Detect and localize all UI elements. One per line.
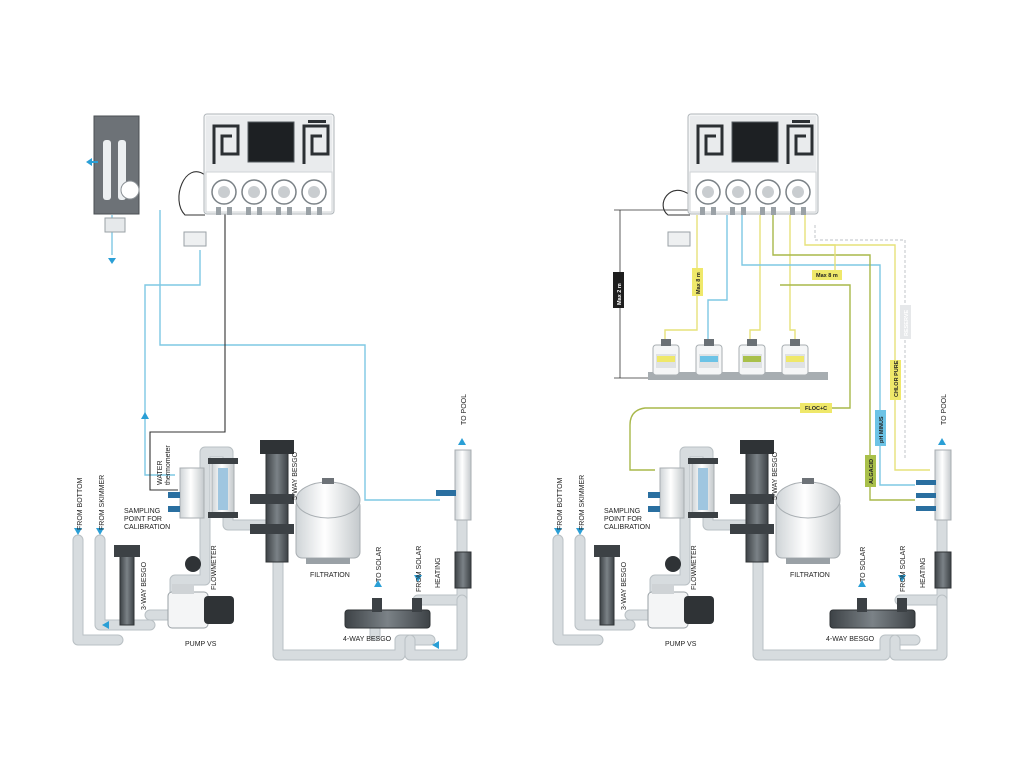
label-to-pool: TO POOL — [941, 394, 948, 425]
left-control-unit — [202, 112, 336, 217]
label-to-pool: TO POOL — [461, 394, 468, 425]
label-five-way: 5-WAY BESGO — [772, 451, 779, 500]
flow-arrow-icon — [938, 438, 946, 445]
right-filter-tank — [775, 478, 841, 564]
right-control-unit — [686, 112, 820, 217]
label-to-solar: TO SOLAR — [376, 547, 383, 582]
flow-arrow-icon — [554, 528, 562, 535]
flow-arrow-icon — [858, 580, 866, 587]
label-from-skimmer: FROM SKIMMER — [579, 475, 586, 530]
right-sampling-manifold — [648, 467, 685, 519]
label-filtration: FILTRATION — [790, 572, 830, 579]
left-flow-arrows — [74, 412, 466, 649]
label-from-solar: FROM SOLAR — [416, 546, 423, 592]
left-flowmeter — [208, 458, 238, 518]
tag-floc: FLOC+C — [805, 406, 827, 412]
tag-max-8m-vertical: Max 8 m — [696, 272, 702, 294]
left-diagram: FROM BOTTOM FROM SKIMMER 3-WAY BESGO PUM… — [72, 112, 472, 661]
right-pipework — [552, 446, 948, 661]
tag-reserve: RESERVE — [904, 309, 910, 336]
tag-chlor: CHLOR PURE — [894, 360, 900, 397]
right-chemical-canisters — [648, 338, 828, 380]
label-filtration: FILTRATION — [310, 572, 350, 579]
flow-arrow-icon — [432, 641, 439, 649]
left-heating — [436, 449, 472, 589]
label-four-way: 4-WAY BESGO — [826, 636, 875, 643]
label-sampling-3: CALIBRATION — [124, 524, 170, 531]
right-flowmeter — [688, 458, 718, 518]
label-five-way: 5-WAY BESGO — [292, 451, 299, 500]
right-three-way-valve — [594, 545, 620, 626]
right-four-way-valve — [829, 598, 916, 629]
tag-ph: pH MINUS — [879, 416, 885, 443]
left-sampling-manifold — [168, 467, 205, 519]
tag-max-2m: Max 2 m — [617, 283, 623, 305]
label-pump: PUMP VS — [665, 641, 697, 648]
left-filter-tank — [295, 478, 361, 564]
left-four-way-valve — [344, 598, 431, 629]
label-sampling-1: SAMPLING — [124, 508, 160, 515]
label-thermometer: thermometer — [165, 445, 172, 485]
label-pump: PUMP VS — [185, 641, 217, 648]
label-from-bottom: FROM BOTTOM — [557, 477, 564, 530]
right-diagram: Max 2 m Max 8 m Max 8 m FLOC+C ALGACID p… — [552, 112, 952, 661]
label-from-solar: FROM SOLAR — [900, 546, 907, 592]
right-hoses — [629, 189, 930, 501]
label-to-solar: TO SOLAR — [860, 547, 867, 582]
left-probe-holder — [183, 231, 207, 247]
label-sampling-2: POINT FOR — [604, 516, 642, 523]
flow-arrow-icon — [102, 621, 109, 629]
right-pump — [647, 556, 714, 629]
right-hose-tags: Max 2 m Max 8 m Max 8 m FLOC+C ALGACID p… — [613, 268, 911, 487]
label-four-way: 4-WAY BESGO — [343, 636, 392, 643]
label-sampling-3: CALIBRATION — [604, 524, 650, 531]
label-flowmeter: FLOWMETER — [211, 545, 218, 590]
left-pump — [167, 556, 234, 629]
flow-arrow-icon — [458, 438, 466, 445]
right-heating — [916, 449, 952, 589]
label-three-way: 3-WAY BESGO — [141, 561, 148, 610]
flow-arrow-icon — [576, 528, 584, 535]
label-from-skimmer: FROM SKIMMER — [99, 475, 106, 530]
right-probe-holder — [667, 231, 691, 247]
flow-arrow-icon — [96, 528, 104, 535]
right-flow-arrows — [554, 438, 946, 587]
tag-max-8m-horizontal: Max 8 m — [816, 273, 838, 279]
right-five-way-valve — [730, 440, 774, 563]
label-from-bottom: FROM BOTTOM — [77, 477, 84, 530]
left-three-way-valve — [114, 545, 140, 626]
right-labels: FROM BOTTOM FROM SKIMMER 3-WAY BESGO PUM… — [557, 394, 948, 648]
label-heating: HEATING — [435, 557, 442, 588]
label-flowmeter: FLOWMETER — [691, 545, 698, 590]
flow-arrow-icon — [414, 575, 422, 582]
flow-arrow-icon — [74, 528, 82, 535]
label-sampling-1: SAMPLING — [604, 508, 640, 515]
label-heating: HEATING — [920, 557, 927, 588]
label-three-way: 3-WAY BESGO — [621, 561, 628, 610]
label-sampling-2: POINT FOR — [124, 516, 162, 523]
tag-algaecid: ALGACID — [869, 459, 875, 484]
flow-arrow-icon — [141, 412, 149, 419]
left-sensor-holder — [86, 115, 140, 264]
left-labels: FROM BOTTOM FROM SKIMMER 3-WAY BESGO PUM… — [77, 394, 468, 648]
label-water: WATER — [157, 461, 164, 486]
left-five-way-valve — [250, 440, 294, 563]
flow-arrow-icon — [898, 575, 906, 582]
flow-arrow-icon — [374, 580, 382, 587]
